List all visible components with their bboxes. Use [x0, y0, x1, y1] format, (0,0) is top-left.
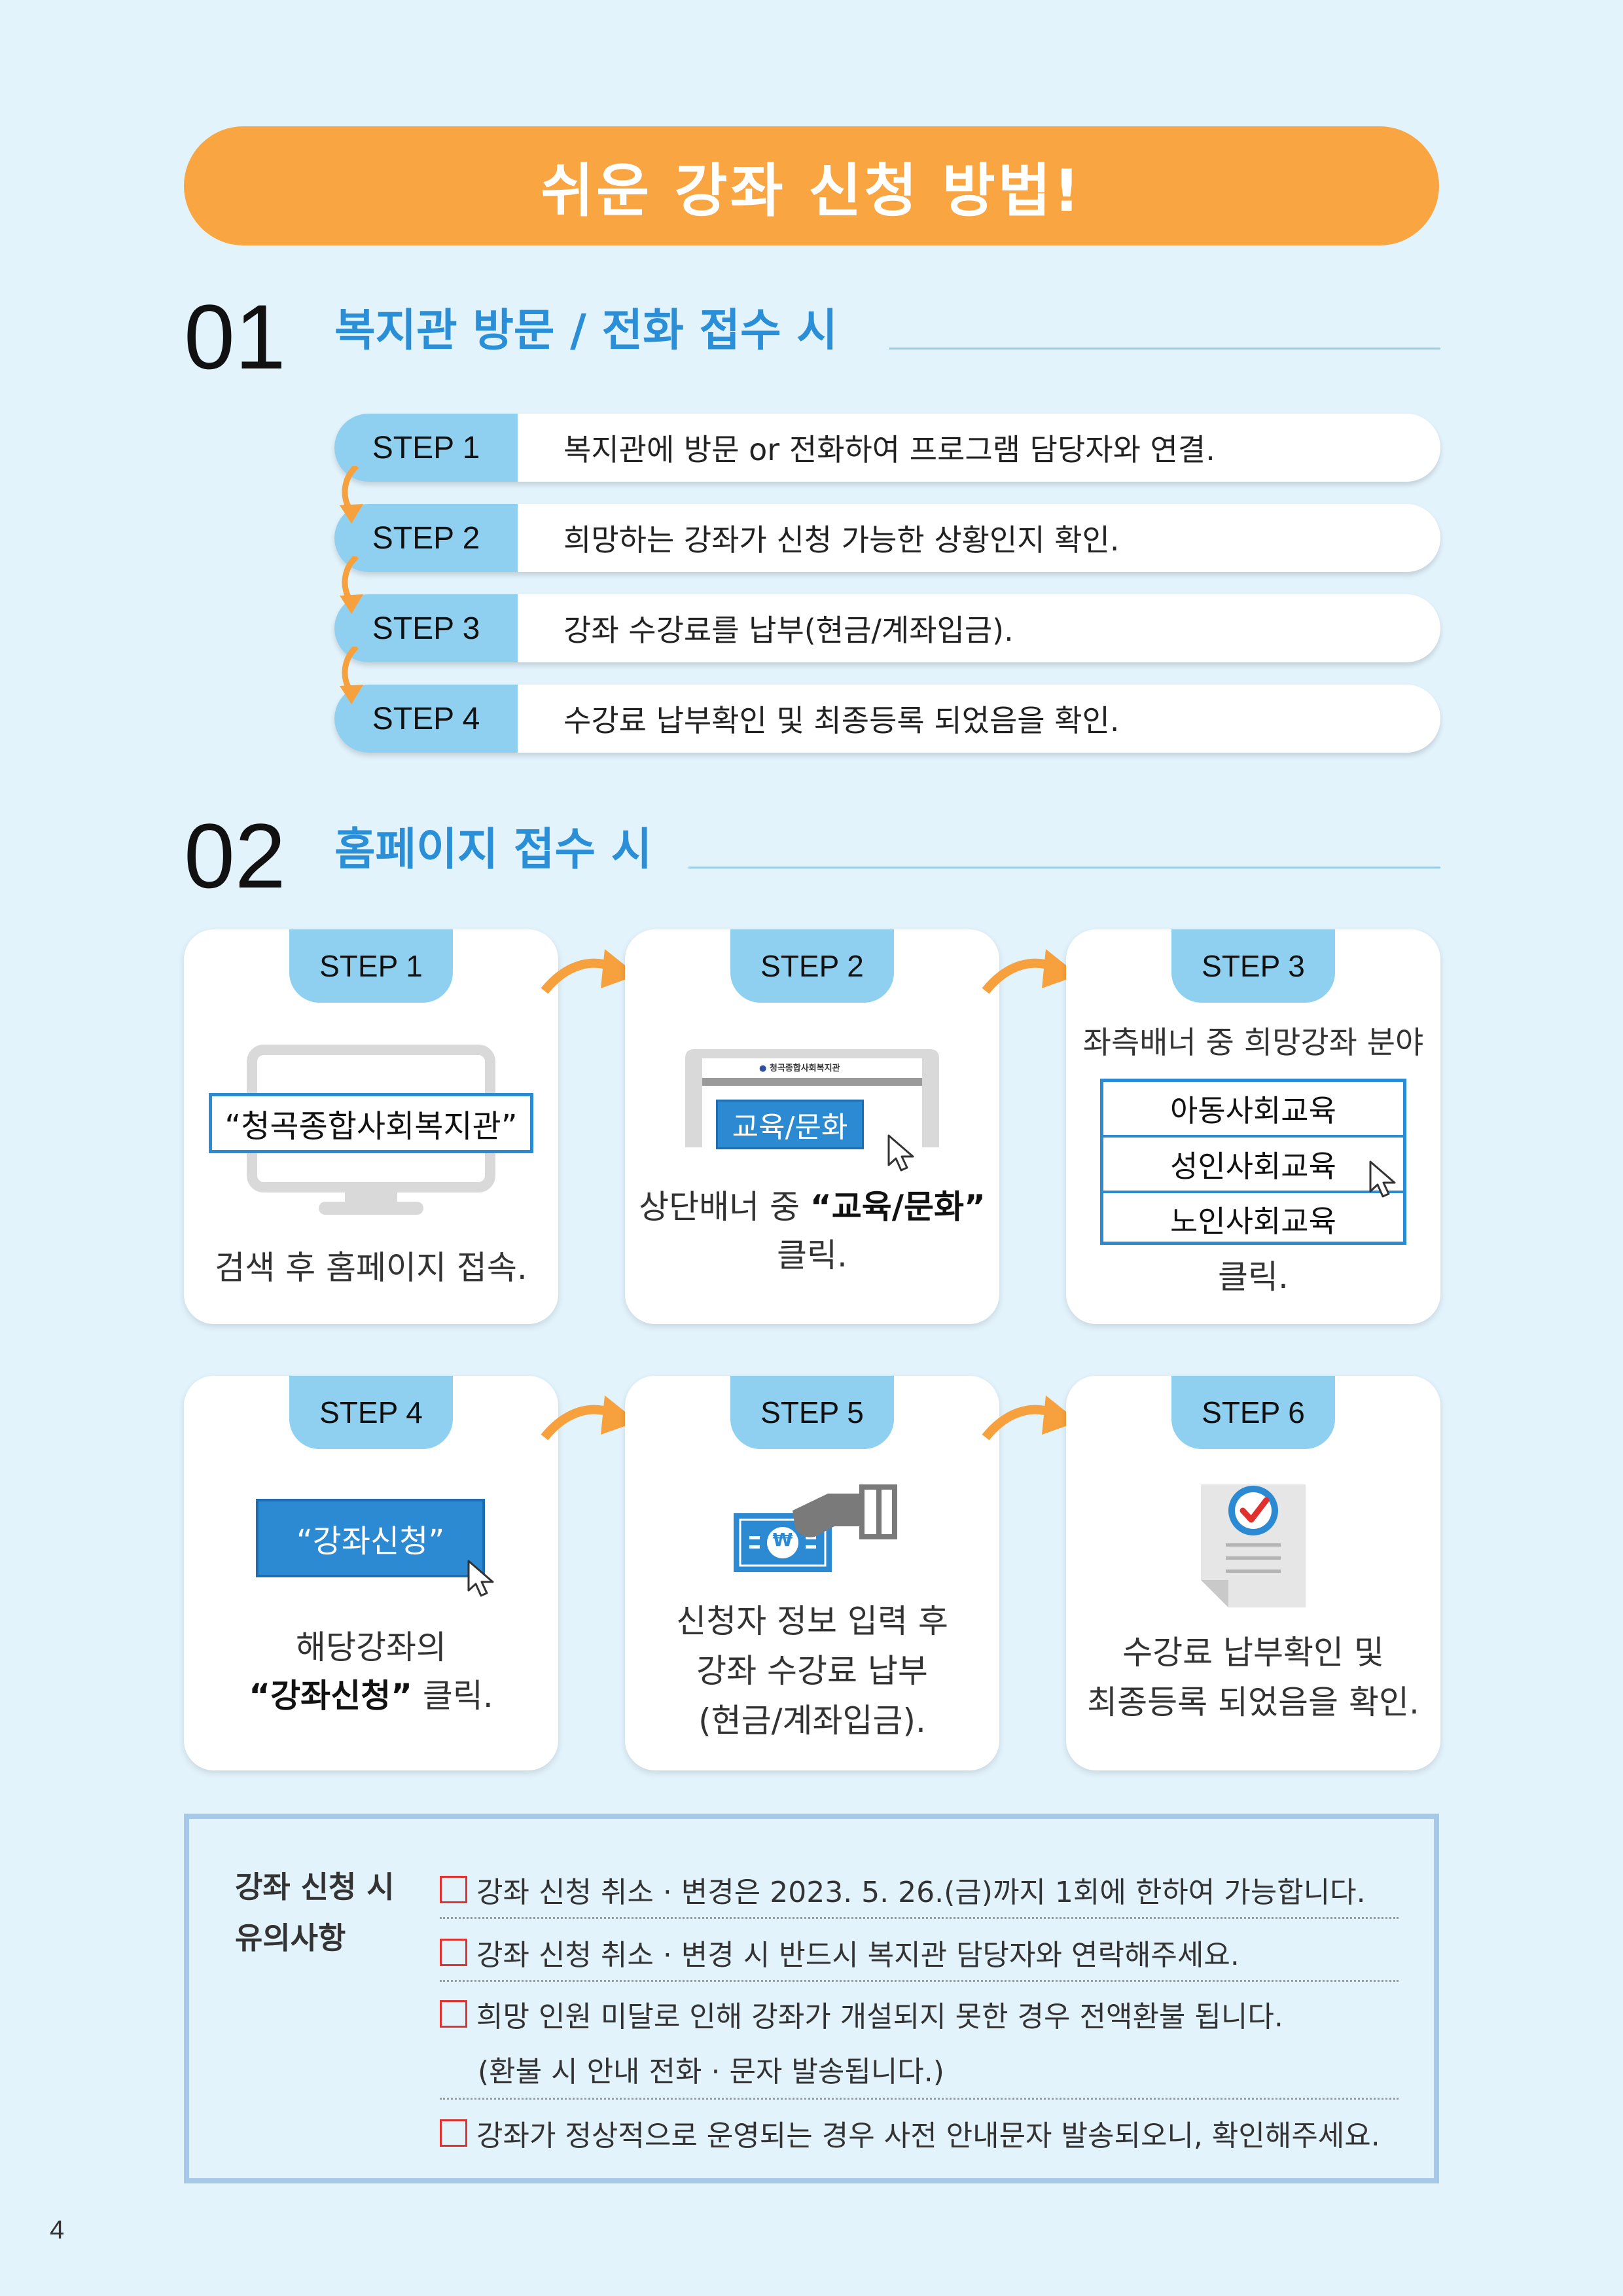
checkbox-icon — [440, 2119, 467, 2147]
step-description: 신청자 정보 입력 후 — [676, 1602, 948, 1640]
dotted-divider — [440, 1980, 1399, 1982]
right-arrow-icon — [982, 949, 1079, 994]
web-step-card-6: STEP 6 수강료 납부확인 및 최종등록 되었음을 확인. — [1066, 1376, 1440, 1770]
dotted-divider — [440, 2098, 1399, 2100]
right-arrow-icon — [541, 949, 637, 994]
right-arrow-icon — [541, 1395, 637, 1441]
notice-text: 강좌가 정상적으로 운영되는 경우 사전 안내문자 발송되오니, 확인해주세요. — [476, 2119, 1380, 2153]
payment-banknote-icon — [734, 1484, 897, 1572]
step-label: STEP 2 — [334, 504, 518, 572]
page-number: 4 — [50, 2215, 65, 2244]
visit-step-4: STEP 4 수강료 납부확인 및 최종등록 되었음을 확인. — [334, 685, 1440, 753]
step-label: STEP 1 — [334, 414, 518, 482]
page-title: 쉬운 강좌 신청 방법! — [541, 156, 1082, 224]
step-label: STEP 4 — [334, 685, 518, 753]
step-tab: STEP 6 — [1171, 1376, 1335, 1449]
mouse-cursor-icon — [1369, 1160, 1396, 1198]
category-adult-education[interactable]: 성인사회교육 — [1103, 1138, 1403, 1193]
notice-box: 강좌 신청 시 유의사항 강좌 신청 취소 · 변경은 2023. 5. 26.… — [184, 1814, 1439, 2183]
text-bold: “교육/문화” — [810, 1188, 986, 1226]
step-tab: STEP 2 — [730, 929, 894, 1003]
notice-item-1: 강좌 신청 취소 · 변경은 2023. 5. 26.(금)까지 1회에 한하여… — [440, 1869, 1366, 1910]
web-step-card-5: STEP 5 ₩ 신청자 정보 입력 후 강좌 수강료 납부 (현금/계좌입금)… — [625, 1376, 999, 1770]
search-box: “청곡종합사회복지관” — [209, 1093, 533, 1153]
visit-step-1: STEP 1 복지관에 방문 or 전화하여 프로그램 담당자와 연결. — [334, 414, 1440, 482]
notice-item-3-sub: (환불 시 안내 전화 · 문자 발송됩니다.) — [478, 2048, 944, 2090]
notice-item-4: 강좌가 정상적으로 운영되는 경우 사전 안내문자 발송되오니, 확인해주세요. — [440, 2112, 1380, 2154]
notice-text: 희망 인원 미달로 인해 강좌가 개설되지 못한 경우 전액환불 됩니다. — [476, 2000, 1283, 2034]
logo-mark: ● — [759, 1064, 767, 1073]
category-menu: 아동사회교육 성인사회교육 노인사회교육 — [1100, 1079, 1406, 1245]
step-text: 강좌 수강료를 납부(현금/계좌입금). — [563, 613, 1014, 648]
step-tab: STEP 3 — [1171, 929, 1335, 1003]
right-arrow-icon — [982, 1395, 1079, 1441]
step-description-3: (현금/계좌입금). — [698, 1702, 926, 1740]
notice-text: 강좌 신청 취소 · 변경은 2023. 5. 26.(금)까지 1회에 한하여… — [476, 1876, 1366, 1909]
text-post: 클릭. — [412, 1677, 493, 1715]
step-caption: 좌측배너 중 희망강좌 분야 — [1082, 1025, 1424, 1061]
step-text: 복지관에 방문 or 전화하여 프로그램 담당자와 연결. — [563, 432, 1215, 467]
notice-title-line-1: 강좌 신청 시 — [235, 1869, 395, 1905]
title-banner: 쉬운 강좌 신청 방법! — [184, 126, 1439, 245]
step-description: 검색 후 홈페이지 접속. — [215, 1249, 527, 1287]
visit-step-3: STEP 3 강좌 수강료를 납부(현금/계좌입금). — [334, 594, 1440, 662]
notice-item-2: 강좌 신청 취소 · 변경 시 반드시 복지관 담당자와 연락해주세요. — [440, 1931, 1240, 1973]
apply-course-button[interactable]: “강좌신청” — [256, 1499, 485, 1577]
step-description-2: 강좌 수강료 납부 — [696, 1652, 928, 1690]
menu-education-culture[interactable]: 교육/문화 — [716, 1100, 864, 1149]
section-2-number: 02 — [184, 804, 286, 907]
section-2-title: 홈페이지 접수 시 — [334, 824, 652, 876]
confirmed-document-icon — [1201, 1484, 1306, 1607]
won-symbol: ₩ — [772, 1529, 793, 1551]
notice-text: 강좌 신청 취소 · 변경 시 반드시 복지관 담당자와 연락해주세요. — [476, 1939, 1240, 1972]
down-arrow-icon — [340, 466, 363, 524]
step-tab: STEP 4 — [289, 1376, 453, 1449]
site-name: 청곡종합사회복지관 — [769, 1064, 840, 1073]
step-tab: STEP 5 — [730, 1376, 894, 1449]
checkbox-icon — [440, 1939, 467, 1966]
step-text: 희망하는 강좌가 신청 가능한 상황인지 확인. — [563, 522, 1120, 558]
checkbox-icon — [440, 1876, 467, 1903]
step-description-2: 최종등록 되었음을 확인. — [1087, 1683, 1419, 1721]
step-description-2: “강좌신청” 클릭. — [184, 1672, 558, 1720]
text-pre: 상단배너 중 — [639, 1188, 810, 1226]
step-description: 수강료 납부확인 및 — [1122, 1634, 1384, 1672]
step-text: 수강료 납부확인 및 최종등록 되었음을 확인. — [563, 703, 1120, 738]
web-step-card-3: STEP 3 좌측배너 중 희망강좌 분야 아동사회교육 성인사회교육 노인사회… — [1066, 929, 1440, 1324]
section-1-divider — [889, 348, 1440, 350]
web-step-card-1: STEP 1 “청곡종합사회복지관” 검색 후 홈페이지 접속. — [184, 929, 558, 1324]
notice-title-line-2: 유의사항 — [235, 1920, 346, 1956]
checkbox-icon — [440, 2000, 467, 2028]
section-1-number: 01 — [184, 285, 286, 388]
down-arrow-icon — [340, 647, 363, 704]
browser-window-icon — [685, 1049, 939, 1147]
step-tab: STEP 1 — [289, 929, 453, 1003]
category-child-education[interactable]: 아동사회교육 — [1103, 1082, 1403, 1138]
mouse-cursor-icon — [467, 1560, 494, 1597]
step-label: STEP 3 — [334, 594, 518, 662]
notice-item-3: 희망 인원 미달로 인해 강좌가 개설되지 못한 경우 전액환불 됩니다. — [440, 1993, 1283, 2035]
notice-title: 강좌 신청 시 유의사항 — [235, 1861, 395, 1964]
dotted-divider — [440, 1917, 1399, 1919]
visit-step-2: STEP 2 희망하는 강좌가 신청 가능한 상황인지 확인. — [334, 504, 1440, 572]
step-description-2: 클릭. — [777, 1236, 847, 1274]
step-description: 해당강좌의 — [296, 1628, 446, 1666]
step-description: 클릭. — [1218, 1258, 1289, 1296]
section-1-title: 복지관 방문 / 전화 접수 시 — [334, 305, 838, 357]
mouse-cursor-icon — [887, 1134, 914, 1172]
section-2-divider — [688, 867, 1440, 869]
down-arrow-icon — [340, 556, 363, 614]
step-description: 상단배너 중 “교육/문화” — [625, 1183, 999, 1231]
web-step-card-4: STEP 4 “강좌신청” 해당강좌의 “강좌신청” 클릭. — [184, 1376, 558, 1770]
category-senior-education[interactable]: 노인사회교육 — [1170, 1204, 1336, 1239]
text-bold: “강좌신청” — [249, 1677, 412, 1715]
web-step-card-2: STEP 2 ● 청곡종합사회복지관 교육/문화 상단배너 중 “교육/문화” … — [625, 929, 999, 1324]
site-logo: ● 청곡종합사회복지관 — [759, 1061, 897, 1073]
notice-text: (환불 시 안내 전화 · 문자 발송됩니다.) — [478, 2055, 944, 2089]
